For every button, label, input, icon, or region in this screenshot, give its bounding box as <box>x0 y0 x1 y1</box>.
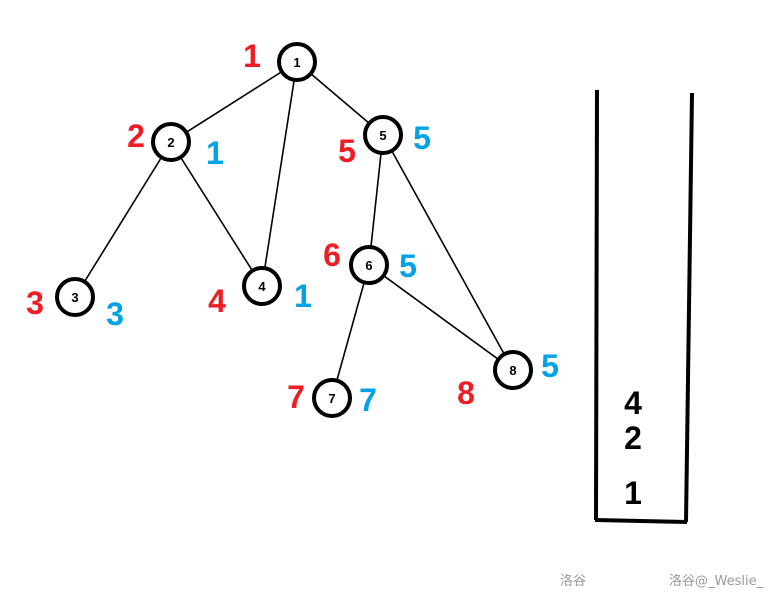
node-label: 6 <box>365 258 372 273</box>
watermark-right: 洛谷@_Weslie_ <box>669 574 764 589</box>
node-circle <box>312 378 352 418</box>
stack-right-wall <box>684 92 694 523</box>
node-4: 4 4 1 <box>208 266 312 319</box>
node-label: 5 <box>379 128 386 143</box>
low-label: 5 <box>541 348 559 384</box>
dfn-label: 8 <box>457 375 475 411</box>
dfn-label: 2 <box>127 118 145 154</box>
stack-bottom <box>594 518 688 524</box>
node-circle <box>242 266 282 306</box>
edge-2-3 <box>74 141 172 298</box>
dfn-label: 1 <box>243 38 261 74</box>
node-circle <box>55 277 95 317</box>
node-7: 7 7 7 <box>287 378 377 418</box>
node-circle <box>277 42 317 82</box>
edge-5-6 <box>368 134 384 266</box>
node-circle <box>493 350 533 390</box>
node-2: 2 2 1 <box>127 118 224 171</box>
edges <box>74 61 514 399</box>
edge-1-2 <box>170 61 298 143</box>
edge-6-7 <box>331 264 370 399</box>
node-label: 3 <box>71 290 78 305</box>
edge-2-4 <box>170 141 263 287</box>
node-label: 2 <box>167 135 174 150</box>
node-5: 5 5 5 <box>338 115 431 169</box>
low-label: 3 <box>106 296 124 332</box>
dfn-label: 7 <box>287 379 305 415</box>
node-1: 11 <box>243 38 317 82</box>
node-label: 1 <box>293 55 300 70</box>
dfn-label: 3 <box>26 285 44 321</box>
node-label: 4 <box>258 279 266 294</box>
stack-item: 1 <box>624 475 642 511</box>
stack: 4 2 1 <box>594 89 694 524</box>
low-label: 1 <box>206 135 224 171</box>
low-label: 1 <box>294 278 312 314</box>
node-3: 3 3 3 <box>26 277 124 332</box>
node-circle <box>151 122 191 162</box>
dfn-label: 4 <box>208 283 226 319</box>
dfn-label: 6 <box>323 237 341 273</box>
node-8: 8 8 5 <box>457 348 559 411</box>
watermark-left: 洛谷 <box>560 574 587 589</box>
node-label: 8 <box>509 363 516 378</box>
node-6: 6 6 5 <box>323 237 417 285</box>
node-circle <box>349 245 389 285</box>
stack-item: 4 <box>624 385 642 421</box>
low-label: 5 <box>413 120 431 156</box>
low-label: 7 <box>359 382 377 418</box>
low-label: 5 <box>399 248 417 284</box>
node-circle <box>363 115 403 155</box>
edge-5-8 <box>382 134 514 371</box>
edge-1-4 <box>261 61 298 287</box>
dfn-label: 5 <box>338 133 356 169</box>
node-label: 7 <box>328 391 335 406</box>
edge-6-8 <box>368 264 514 371</box>
stack-item: 2 <box>624 420 642 456</box>
stack-left-wall <box>594 89 599 521</box>
